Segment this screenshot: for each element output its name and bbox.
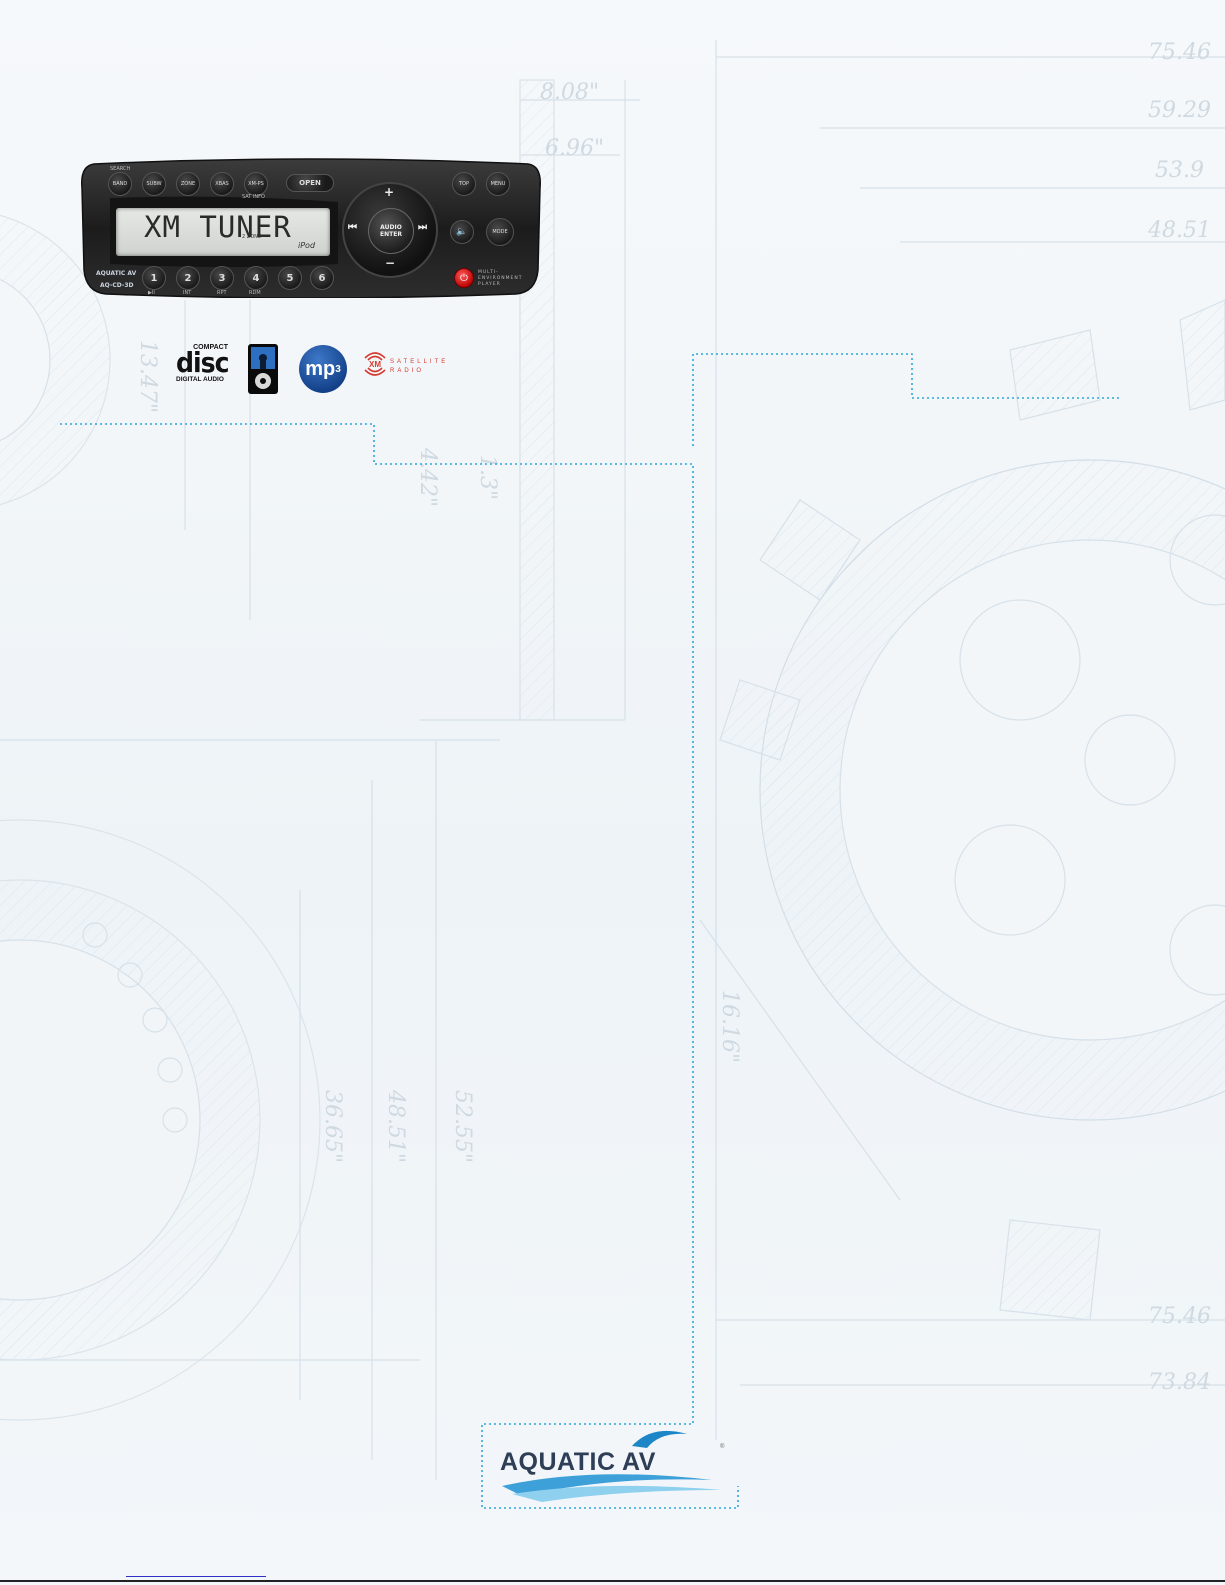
- compact-disc-main-text: disc: [176, 346, 230, 379]
- lcd-display: XM TUNER 2 ZONE iPod: [116, 208, 330, 256]
- lcd-zone-indicator: 2 ZONE: [242, 234, 262, 240]
- preset-1-button[interactable]: 1: [142, 266, 166, 290]
- page-bottom-rule: [0, 1580, 1225, 1582]
- dimension-label: 75.46: [1148, 40, 1211, 65]
- dimension-label: 8.08": [540, 80, 600, 105]
- open-button[interactable]: OPEN: [286, 174, 334, 192]
- subw-button[interactable]: SUBW: [142, 172, 166, 196]
- lcd-ipod-indicator: iPod: [298, 241, 316, 250]
- zone-button[interactable]: ZONE: [176, 172, 200, 196]
- compact-disc-logo: COMPACT disc DIGITAL AUDIO: [176, 344, 230, 384]
- radio-head-unit: SEARCH BAND SUBW ZONE XBAS XM-PS OPEN SA…: [80, 158, 542, 298]
- dimension-label: 59.29: [1148, 98, 1211, 123]
- previous-track-icon[interactable]: ⏮: [348, 222, 357, 233]
- preset-5-button[interactable]: 5: [278, 266, 302, 290]
- rpt-label: RPT: [217, 290, 227, 296]
- radio-brand-label: AQUATIC AV: [96, 270, 137, 277]
- dimension-label: 75.46: [1148, 1304, 1211, 1329]
- mp3-text: mp: [305, 357, 336, 380]
- preset-3-button[interactable]: 3: [210, 266, 234, 290]
- mute-icon: 🔈: [456, 227, 468, 237]
- audio-label: AUDIO: [380, 224, 402, 231]
- play-pause-label: ▶II: [148, 290, 155, 296]
- search-label: SEARCH: [110, 166, 131, 172]
- power-button[interactable]: ⏻: [454, 268, 474, 288]
- registered-mark: ®: [720, 1444, 725, 1450]
- compact-disc-top-text: COMPACT: [193, 344, 228, 351]
- int-label: INT: [183, 290, 192, 296]
- volume-up-icon[interactable]: +: [384, 185, 395, 199]
- volume-down-icon[interactable]: −: [385, 256, 396, 270]
- navigation-pad[interactable]: + − ⏮ ⏭ AUDIO ENTER: [342, 182, 438, 278]
- band-button[interactable]: BAND: [108, 172, 132, 196]
- rdm-label: RDM: [249, 290, 261, 296]
- preset-4-button[interactable]: 4: [244, 266, 268, 290]
- dimension-label: 53.9: [1155, 158, 1204, 183]
- dimension-label: 73.84: [1148, 1370, 1211, 1395]
- power-icon: ⏻: [460, 272, 468, 284]
- xbas-button[interactable]: XBAS: [210, 172, 234, 196]
- xm-satellite-radio-logo: XM SATELLITE RADIO: [360, 344, 450, 384]
- enter-label: ENTER: [380, 231, 402, 238]
- ipod-icon: [248, 344, 278, 394]
- preset-6-button[interactable]: 6: [310, 266, 334, 290]
- multi-environment-label: MULTI-ENVIRONMENT PLAYER: [478, 270, 523, 287]
- top-button[interactable]: TOP: [452, 172, 476, 196]
- xm-text: XM: [369, 360, 381, 369]
- aquatic-av-wordmark: AQUATIC AV: [500, 1448, 656, 1476]
- radio-model-label: AQ-CD-3D: [100, 282, 134, 289]
- compact-disc-bottom-text: DIGITAL AUDIO: [176, 376, 224, 383]
- aquatic-av-logo: AQUATIC AV ®: [482, 1424, 738, 1510]
- link-underline: [126, 1576, 266, 1577]
- menu-button[interactable]: MENU: [486, 172, 510, 196]
- xm-ps-button[interactable]: XM-PS: [244, 172, 268, 196]
- dimension-label: 48.51: [1148, 218, 1211, 243]
- next-track-icon[interactable]: ⏭: [418, 222, 427, 233]
- sat-info-label: SAT INFO: [242, 194, 265, 200]
- lcd-main-text: XM TUNER: [144, 210, 292, 244]
- mode-button[interactable]: MODE: [486, 218, 514, 246]
- xm-subtitle: SATELLITE RADIO: [390, 359, 449, 374]
- dimension-label: 6.96": [545, 136, 605, 161]
- audio-enter-button[interactable]: AUDIO ENTER: [368, 208, 414, 254]
- mp3-superscript: 3: [335, 363, 341, 375]
- mute-button[interactable]: 🔈: [450, 220, 474, 244]
- preset-2-button[interactable]: 2: [176, 266, 200, 290]
